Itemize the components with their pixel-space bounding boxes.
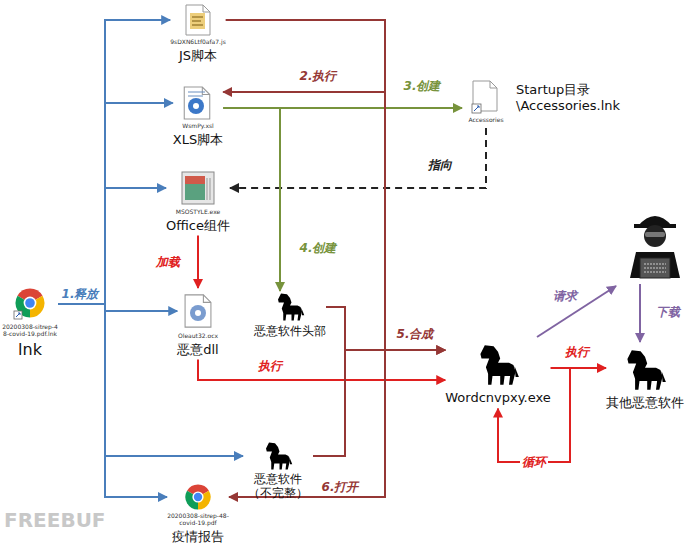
- node-box: 9sDXN6Ltf0afa7.jsJS脚本: [170, 2, 226, 63]
- chrome-icon: [185, 484, 210, 509]
- file-name: 20200308-sitrep-48-covid-19.pdf: [167, 513, 229, 527]
- connector: [58, 304, 167, 497]
- connector: [197, 235, 199, 288]
- dll-file-icon: [185, 295, 211, 327]
- trojan-icon: [278, 294, 304, 321]
- node-box: Oleaut32.ocx 恶意dll: [177, 290, 218, 357]
- node-label: 其他恶意软件: [606, 395, 684, 411]
- edge-label: 执行: [256, 359, 284, 373]
- edge-label: 执行: [563, 345, 591, 359]
- connector: [198, 359, 445, 380]
- node-label: 恶意软件 （不完整）: [243, 472, 313, 501]
- node-box: Wordcnvpxy.exe: [445, 340, 550, 406]
- file-name: WsmPy.xsl: [173, 123, 223, 130]
- connector: [58, 188, 166, 304]
- edge-label: 3.创建: [402, 79, 443, 93]
- trojan-icon: [266, 443, 292, 470]
- node-box: 恶意软件头部: [254, 292, 326, 338]
- edge-label: 6.打开: [320, 480, 361, 494]
- request-arrow: [537, 286, 616, 337]
- edge-label: 1.释放: [60, 287, 101, 301]
- trojan-icon: [627, 350, 666, 390]
- edge-label: 加载: [154, 255, 182, 269]
- node-box: 20200308-sitrep-48-covid-19.pdf 疫情报告: [167, 482, 229, 544]
- connector: [230, 128, 486, 188]
- file-name: Accessories: [462, 79, 510, 124]
- download-arrow: [639, 284, 641, 342]
- node-label: JS脚本: [170, 48, 226, 64]
- connector: [223, 20, 385, 92]
- edge-label: 4.创建: [298, 241, 339, 255]
- connector: [313, 350, 445, 456]
- file-name: 9sDXN6Ltf0afa7.js: [170, 39, 226, 46]
- node-box: 20200308-sitrep-48-covid-19.pdf.lnk lnk: [2, 285, 58, 359]
- connector: [58, 103, 173, 304]
- node-label: 恶意dll: [177, 342, 218, 358]
- node-label: 疫情报告: [167, 529, 229, 545]
- node-label: Office组件: [166, 218, 230, 234]
- node-label: lnk: [2, 340, 58, 359]
- download-label: 下载: [656, 304, 680, 321]
- node-box: WsmPy.xslXLS脚本: [173, 84, 223, 147]
- edge-label: 循环: [520, 455, 548, 469]
- watermark: FREEBUF: [4, 508, 106, 532]
- shortcut-file-icon: [472, 81, 497, 113]
- file-name: 20200308-sitrep-48-covid-19.pdf.lnk: [2, 324, 58, 338]
- node-label: XLS脚本: [173, 132, 223, 148]
- edge-label: 5.合成: [395, 327, 436, 341]
- node-box: AccessoriesStartup目录 \Accessories.lnk: [462, 78, 621, 126]
- edge-label: 2.执行: [298, 69, 339, 83]
- hacker-figure: [630, 216, 680, 278]
- file-name: Oleaut32.ocx: [177, 333, 218, 340]
- connector: [223, 108, 280, 291]
- xls-script-icon: [184, 87, 210, 119]
- connector: [551, 367, 606, 369]
- node-box: 恶意软件 （不完整）: [243, 440, 313, 501]
- office-icon: [182, 172, 214, 204]
- file-name: MSOSTYLE.exe: [166, 209, 230, 216]
- edge-label: 指向: [426, 158, 454, 172]
- connector: [498, 368, 570, 462]
- node-label: Startup目录 \Accessories.lnk: [516, 82, 621, 113]
- node-label: Wordcnvpxy.exe: [445, 390, 550, 406]
- connector: [226, 20, 385, 497]
- connector: [58, 304, 177, 311]
- request-label: 请求: [553, 288, 577, 305]
- node-box: 其他恶意软件: [606, 345, 684, 411]
- node-label: 恶意软件头部: [254, 324, 326, 338]
- trojan-icon: [480, 345, 519, 385]
- node-box: MSOSTYLE.exeOffice组件: [166, 168, 230, 233]
- js-file-icon: [186, 5, 210, 35]
- chrome-icon: [14, 289, 44, 319]
